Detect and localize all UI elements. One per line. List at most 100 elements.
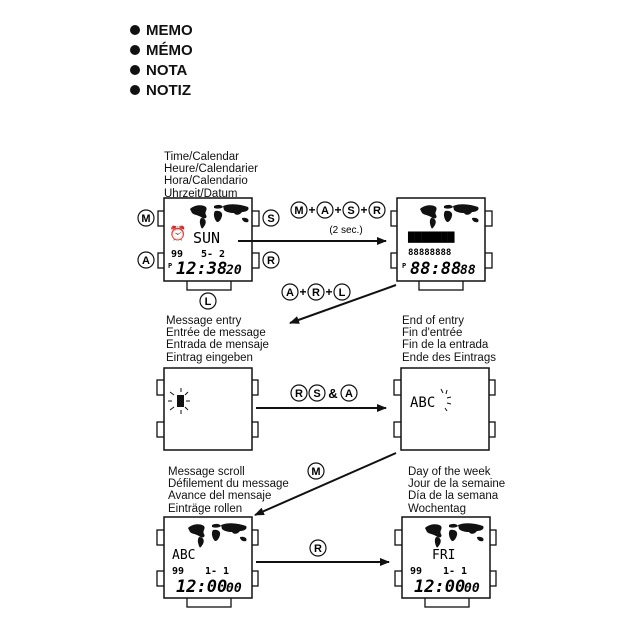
heading-notiz: NOTIZ (130, 80, 193, 100)
lcd-date: 1- 1 (443, 566, 467, 577)
button-l-icon (199, 292, 217, 310)
label-line: Wochentag (408, 502, 466, 515)
key-label: R (373, 205, 381, 217)
heading-memo-fr: MÉMO (130, 40, 193, 60)
arrow-to-message-scroll (254, 452, 397, 516)
lcd-seconds: 88 (460, 263, 476, 278)
operation-r-s-a: R S & A (290, 384, 358, 402)
heading-memo: MEMO (130, 20, 193, 40)
heading-list: MEMO MÉMO NOTA NOTIZ (130, 20, 193, 100)
button-s-label: S (267, 213, 274, 225)
key-s-icon (308, 384, 326, 402)
heading-text: MEMO (146, 21, 193, 39)
label-line: Day of the week (408, 466, 491, 478)
label-line: Jour de la semaine (408, 478, 506, 491)
bullet-icon (130, 25, 140, 35)
key-label: R (312, 287, 320, 299)
label-line: Hora/Calendario (164, 175, 248, 188)
key-label: A (286, 287, 294, 299)
key-s-icon (342, 201, 360, 219)
key-label: R (295, 388, 303, 400)
lcd-seconds: 00 (226, 581, 242, 596)
button-a: A (137, 251, 155, 269)
key-a-icon (340, 384, 358, 402)
ampersand: & (328, 386, 337, 401)
label-time-calendar: Time/Calendar Heure/Calendarier Hora/Cal… (164, 151, 258, 200)
lcd-time: 12:38 (176, 259, 227, 279)
label-line: Défilement du message (168, 478, 289, 491)
label-line: Einträge rollen (168, 502, 243, 515)
button-a-icon (137, 251, 155, 269)
watch-day-of-week: FRI 99 1- 1 12:00 00 (394, 516, 497, 608)
label-line: Entrada de mensaje (166, 339, 269, 352)
lcd-seconds: 20 (225, 263, 242, 278)
button-m: M (137, 209, 155, 227)
lcd-message: ABC (172, 548, 195, 563)
heading-text: NOTIZ (146, 81, 191, 99)
lcd-year: 99 (171, 249, 183, 260)
hold-duration-note: (2 sec.) (329, 225, 362, 236)
key-r-icon (368, 201, 386, 219)
button-r: R (262, 251, 280, 269)
key-label: L (339, 287, 346, 299)
bullet-icon (130, 85, 140, 95)
label-message-entry: Message entry Entrée de message Entrada … (166, 315, 269, 364)
key-m-icon (290, 201, 308, 219)
heading-text: MÉMO (146, 41, 193, 59)
lcd-time: 12:00 (176, 577, 227, 597)
plus-sign: + (308, 203, 315, 217)
button-a-label: A (142, 255, 150, 267)
button-r-icon (262, 251, 280, 269)
key-r-icon (290, 384, 308, 402)
plus-sign: + (334, 203, 341, 217)
alarm-icon: ⏰ (169, 224, 186, 242)
label-line: Message scroll (168, 466, 245, 478)
key-label: S (313, 388, 320, 400)
blink-rays-icon (440, 388, 452, 412)
lcd-message: ABC (410, 395, 435, 411)
blink-rays-icon (168, 388, 190, 414)
key-a-icon (281, 283, 299, 301)
heading-nota: NOTA (130, 60, 193, 80)
button-r-label: R (267, 255, 275, 267)
watch-face (400, 367, 490, 451)
lcd-day: SUN (193, 229, 220, 247)
lcd-seconds: 00 (464, 581, 480, 596)
key-m-icon (307, 462, 325, 480)
label-line: End of entry (402, 315, 465, 327)
button-m-icon (137, 209, 155, 227)
plus-sign: + (360, 203, 367, 217)
label-line: Heure/Calendarier (164, 163, 258, 176)
label-line: Entrée de message (166, 327, 266, 340)
operation-m: M (307, 462, 325, 480)
watch-message-scroll: ABC 99 1- 1 12:00 00 (156, 516, 259, 608)
watch-all-segments: ▇▇▇▇▇▇▇ 88888888 P 88:88 88 (390, 197, 493, 291)
watch-message-entry (156, 367, 259, 451)
label-message-scroll: Message scroll Défilement du message Ava… (168, 466, 289, 515)
key-label: M (294, 205, 303, 217)
label-line: Fin d'entrée (402, 327, 463, 340)
label-line: Ende des Eintrags (402, 351, 496, 364)
label-line: Fin de la entrada (402, 339, 489, 352)
key-label: M (311, 466, 320, 478)
lcd-year: 99 (410, 566, 422, 577)
lcd-time: 12:00 (414, 577, 465, 597)
label-line: Uhrzeit/Datum (164, 187, 238, 200)
lcd-year: 99 (172, 566, 184, 577)
label-line: Día de la semana (408, 490, 499, 503)
bullet-icon (130, 45, 140, 55)
lcd-segments-top: ▇▇▇▇▇▇▇ (407, 230, 455, 243)
heading-text: NOTA (146, 61, 188, 79)
key-l-icon (333, 283, 351, 301)
key-label: A (321, 205, 329, 217)
button-s-icon (262, 209, 280, 227)
label-line: Avance del mensaje (168, 490, 272, 503)
lcd-pm: P (168, 262, 172, 270)
button-l: L (199, 292, 217, 310)
label-line: Time/Calendar (164, 151, 239, 163)
button-m-label: M (141, 213, 150, 225)
watch-face (163, 367, 253, 451)
key-a-icon (316, 201, 334, 219)
key-r-icon (307, 283, 325, 301)
